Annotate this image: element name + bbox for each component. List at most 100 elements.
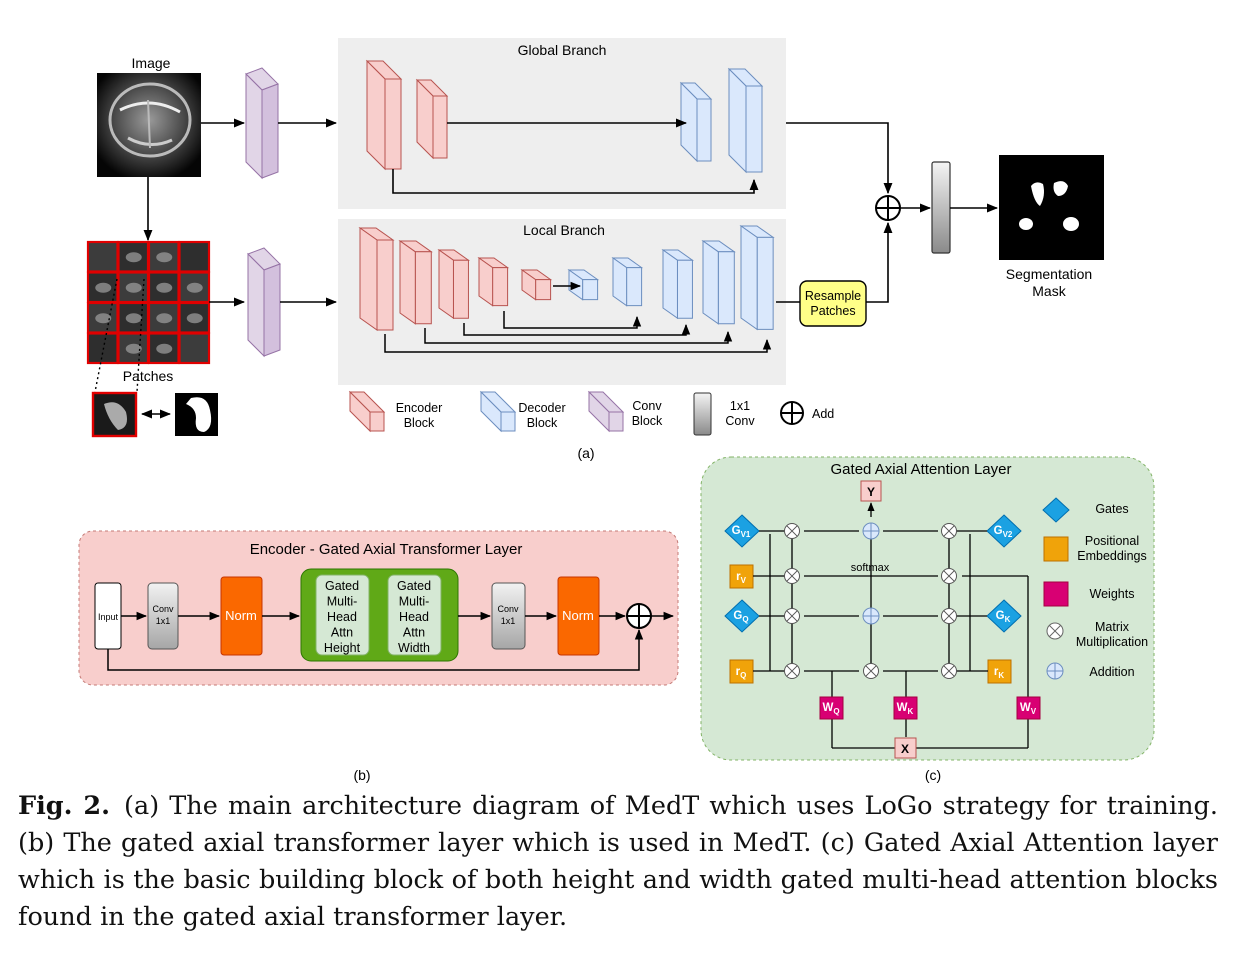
matmul-operator	[784, 663, 800, 679]
zoom-line-right	[136, 278, 145, 393]
legend-conv-label-2: Block	[632, 414, 663, 428]
conv1x1-1-label-2: 1x1	[156, 616, 171, 626]
panel-c-label: (c)	[925, 767, 941, 783]
weight-k-icon: WK	[893, 696, 918, 720]
add-symbol	[875, 195, 901, 221]
figure-caption: Fig. 2.(a) The main architecture diagram…	[18, 788, 1218, 936]
global-branch-title: Global Branch	[518, 42, 607, 58]
residual-add-symbol	[626, 603, 652, 629]
segmentation-mask	[999, 155, 1104, 260]
attn-text-line: Attn	[331, 626, 353, 640]
gate-v2-icon: GV2	[986, 514, 1022, 548]
local-decoder-block-2	[611, 257, 644, 307]
patch-cell	[178, 301, 211, 334]
matmul-operator	[863, 663, 879, 679]
legend-1x1-conv	[693, 392, 712, 436]
legend-matmul-label-2: Multiplication	[1076, 635, 1148, 649]
local-branch-title: Local Branch	[523, 222, 605, 238]
x-input-box	[894, 737, 917, 759]
global-encoder-block-2	[415, 78, 449, 160]
legend-conv-label-1: Conv	[632, 399, 662, 413]
legend-weights-icon	[1043, 581, 1069, 607]
attn-text-line: Gated	[325, 579, 359, 593]
patch-cell	[117, 301, 150, 334]
legend-conv-block	[587, 390, 625, 433]
matmul-operator	[784, 523, 800, 539]
panel-c-box	[700, 456, 1155, 761]
legend-addition-icon	[1046, 662, 1064, 680]
legend-weights-label: Weights	[1090, 587, 1135, 601]
local-encoder-block-4	[477, 257, 510, 307]
input-ultrasound-image	[97, 73, 201, 177]
legend-matmul-label-1: Matrix	[1095, 620, 1130, 634]
legend-decoder-block	[479, 390, 517, 433]
gate-v1-icon: GV1	[724, 514, 760, 548]
patch-cell	[147, 240, 180, 273]
segmentation-label-2: Mask	[1032, 283, 1066, 299]
attn-text-line: Head	[327, 610, 357, 624]
input-label: Input	[98, 612, 119, 622]
patches-grid	[86, 240, 211, 365]
matmul-operator	[784, 568, 800, 584]
residual-connection	[107, 628, 644, 671]
pos-emb-q-icon: rQ	[729, 659, 754, 684]
conv1x1-2-label-2: 1x1	[501, 616, 516, 626]
panel-a-label: (a)	[577, 445, 594, 461]
attn-text-line: Gated	[397, 579, 431, 593]
resample-patches-box	[799, 280, 867, 327]
skip-connection-4	[503, 311, 642, 329]
global-encoder-block-1	[365, 59, 403, 171]
global-decoder-block-1	[679, 81, 713, 163]
patch-cell	[117, 240, 150, 273]
gate-q-icon: GQ	[724, 599, 760, 633]
patch-cell	[178, 332, 211, 365]
patch-cell	[117, 271, 150, 304]
resample-label-1: Resample	[805, 289, 861, 303]
attn-text-line: Height	[324, 641, 361, 655]
global-conv-block	[245, 67, 279, 180]
pos-emb-k-icon-label: rK	[994, 666, 1004, 680]
image-label: Image	[132, 55, 171, 71]
legend-positional-icon	[1043, 536, 1069, 562]
y-output-box	[860, 480, 882, 502]
patch-cell	[86, 301, 119, 334]
pos-emb-v-icon-label: rV	[736, 571, 746, 585]
softmax-label: softmax	[851, 562, 890, 574]
norm-label-1: Norm	[225, 608, 257, 623]
local-decoder-block-5	[739, 225, 775, 331]
arrow-resample-to-add	[866, 221, 893, 303]
segmentation-label-1: Segmentation	[1006, 266, 1092, 282]
legend-decoder-label-1: Decoder	[518, 401, 565, 415]
legend-matmul-icon	[1046, 622, 1064, 640]
patch-cell	[86, 332, 119, 365]
conv1x1-2-label-1: Conv	[497, 604, 519, 614]
legend-1x1-label-2: Conv	[725, 414, 755, 428]
patch-cell	[178, 271, 211, 304]
legend-decoder-label-2: Block	[527, 416, 558, 430]
y-label: Y	[867, 485, 875, 499]
local-encoder-block-5	[520, 269, 553, 301]
gate-k-icon: GK	[986, 599, 1022, 633]
matmul-operator	[941, 608, 957, 624]
legend-1x1-label-1: 1x1	[730, 399, 750, 413]
legend-add-symbol	[780, 401, 804, 425]
skip-connection-2	[424, 328, 733, 344]
local-decoder-block-3	[661, 249, 695, 320]
operators-layer	[784, 522, 957, 679]
attn-text-line: Multi-	[399, 595, 430, 609]
pos-emb-k-icon: rK	[987, 659, 1012, 684]
legend-positional-label-2: Embeddings	[1077, 549, 1147, 563]
x-label: X	[901, 742, 909, 756]
resample-label-2: Patches	[810, 304, 855, 318]
patch-cell	[86, 240, 119, 273]
attn-text-line: Attn	[403, 626, 425, 640]
attn-text-line: Multi-	[327, 595, 358, 609]
attn-width-box	[387, 574, 442, 656]
legend-encoder-label-2: Block	[404, 416, 435, 430]
local-branch-blocks	[358, 225, 775, 331]
architecture-diagram: Image Global Branch	[78, 38, 1155, 783]
